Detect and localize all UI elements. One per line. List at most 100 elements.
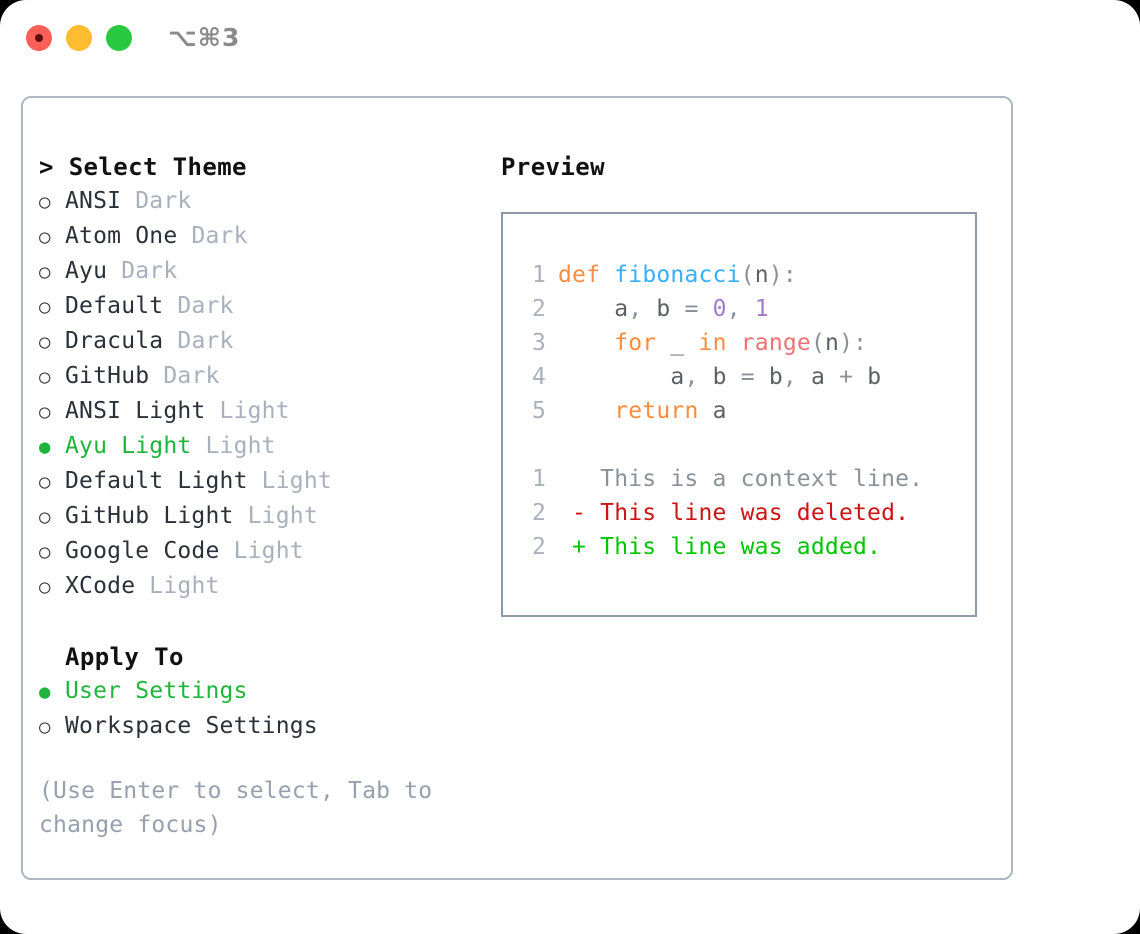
apply-to-option[interactable]: ●User Settings xyxy=(39,674,479,709)
code-whitespace xyxy=(600,262,614,288)
radio-unselected-icon: ○ xyxy=(39,226,51,248)
code-number: 0 xyxy=(712,296,727,322)
theme-option[interactable]: ○Ayu Dark xyxy=(39,254,479,289)
radio-unselected-icon: ○ xyxy=(39,261,51,283)
theme-option-label: Atom One xyxy=(65,223,192,249)
code-punctuation: , xyxy=(684,364,699,390)
code-whitespace xyxy=(558,398,614,424)
theme-option[interactable]: ○ ANSI Light Light xyxy=(39,394,479,429)
code-punctuation: , xyxy=(628,296,643,322)
theme-option-label: ANSI xyxy=(65,188,136,214)
code-whitespace xyxy=(727,364,741,390)
theme-option-variant: Dark xyxy=(163,363,220,389)
hint-spacer xyxy=(39,744,479,774)
radio-unselected-icon: ○ xyxy=(39,331,51,353)
radio-unselected-icon: ○ xyxy=(39,191,51,213)
theme-option-variant: Light xyxy=(261,468,332,494)
code-whitespace xyxy=(825,364,839,390)
theme-option-label: Ayu Light xyxy=(65,433,206,459)
code-identifier: b xyxy=(712,364,727,390)
select-theme-header: > Select Theme xyxy=(39,153,247,181)
code-line: 3 for _ in range(n): xyxy=(520,326,975,360)
radio-unselected-icon: ○ xyxy=(39,296,51,318)
apply-to-header: Apply To xyxy=(65,643,184,671)
diff-line-number: 2 xyxy=(531,500,546,526)
theme-option-label: Default xyxy=(65,293,178,319)
title-bar: ⌥⌘3 xyxy=(0,0,1140,78)
theme-option[interactable]: ○ GitHub Light Light xyxy=(39,499,479,534)
keyboard-hint-text: (Use Enter to select, Tab to change focu… xyxy=(39,778,433,838)
code-line-text: a, b = 0, 1 xyxy=(558,292,769,326)
close-window-icon[interactable] xyxy=(26,25,52,51)
code-keyword: for xyxy=(614,330,657,356)
maximize-window-icon[interactable] xyxy=(106,25,132,51)
code-diff-spacer xyxy=(520,428,975,462)
theme-option-label: Ayu xyxy=(65,258,122,284)
apply-to-option[interactable]: ○Workspace Settings xyxy=(39,709,479,744)
content-panel: > Select Theme ○ANSI Dark○Atom One Dark○… xyxy=(21,96,1013,880)
code-punctuation: ): xyxy=(768,262,797,288)
theme-option-variant: Light xyxy=(247,503,318,529)
radio-unselected-icon: ○ xyxy=(39,366,51,388)
code-whitespace xyxy=(727,330,741,356)
theme-option-label: GitHub Light xyxy=(65,503,248,529)
diff-line-text: This is a context line. xyxy=(558,466,924,492)
radio-unselected-icon: ○ xyxy=(39,541,51,563)
radio-unselected-icon: ○ xyxy=(39,716,51,738)
theme-option[interactable]: ○ ANSI Dark xyxy=(39,184,479,219)
diff-line-number: 1 xyxy=(531,466,546,492)
code-whitespace xyxy=(670,296,684,322)
code-whitespace xyxy=(699,296,713,322)
code-line-number: 4 xyxy=(531,364,546,390)
code-line-number: 5 xyxy=(531,398,546,424)
code-punctuation: , xyxy=(782,364,797,390)
theme-option-variant: Light xyxy=(219,398,290,424)
code-line-text: return a xyxy=(558,394,727,428)
code-keyword: return xyxy=(614,398,699,424)
theme-option-label: ANSI Light xyxy=(65,398,220,424)
theme-option-label: XCode xyxy=(65,573,150,599)
theme-option-variant: Dark xyxy=(177,328,234,354)
code-whitespace xyxy=(797,364,811,390)
code-whitespace xyxy=(699,398,713,424)
code-identifier: a xyxy=(670,364,685,390)
code-identifier: n xyxy=(754,262,769,288)
diff-line-text: + This line was added. xyxy=(558,534,882,560)
theme-option[interactable]: ○Default Light Light xyxy=(39,464,479,499)
apply-to-option-label: User Settings xyxy=(65,678,248,704)
theme-option-variant: Dark xyxy=(135,188,192,214)
theme-option[interactable]: ○ Atom One Dark xyxy=(39,219,479,254)
code-identifier: a xyxy=(614,296,629,322)
code-line: 4 a, b = b, a + b xyxy=(520,360,975,394)
minimize-window-icon[interactable] xyxy=(66,25,92,51)
theme-option-label: Default Light xyxy=(65,468,262,494)
theme-option[interactable]: ●Ayu Light Light xyxy=(39,429,479,464)
theme-option-variant: Light xyxy=(233,538,304,564)
preview-title: Preview xyxy=(501,153,605,181)
theme-option-label: Google Code xyxy=(65,538,234,564)
theme-option[interactable]: ○Default Dark xyxy=(39,289,479,324)
code-identifier: b xyxy=(768,364,783,390)
theme-option[interactable]: ○Dracula Dark xyxy=(39,324,479,359)
diff-line: 2 - This line was deleted. xyxy=(520,496,975,530)
code-line-number: 1 xyxy=(531,262,546,288)
code-whitespace xyxy=(558,364,670,390)
code-whitespace xyxy=(558,330,614,356)
code-identifier: _ xyxy=(670,330,685,356)
theme-option[interactable]: ○ GitHub Dark xyxy=(39,359,479,394)
code-punctuation: = xyxy=(740,364,755,390)
code-punctuation: + xyxy=(839,364,854,390)
code-punctuation: ): xyxy=(839,330,868,356)
theme-option-variant: Dark xyxy=(191,223,248,249)
keyboard-shortcut-label: ⌥⌘3 xyxy=(168,23,241,52)
radio-unselected-icon: ○ xyxy=(39,506,51,528)
code-identifier: a xyxy=(811,364,826,390)
code-identifier: n xyxy=(825,330,840,356)
code-identifier: b xyxy=(656,296,671,322)
radio-unselected-icon: ○ xyxy=(39,401,51,423)
theme-option-label: GitHub xyxy=(65,363,164,389)
theme-option[interactable]: ○XCode Light xyxy=(39,569,479,604)
theme-option[interactable]: ○ Google Code Light xyxy=(39,534,479,569)
